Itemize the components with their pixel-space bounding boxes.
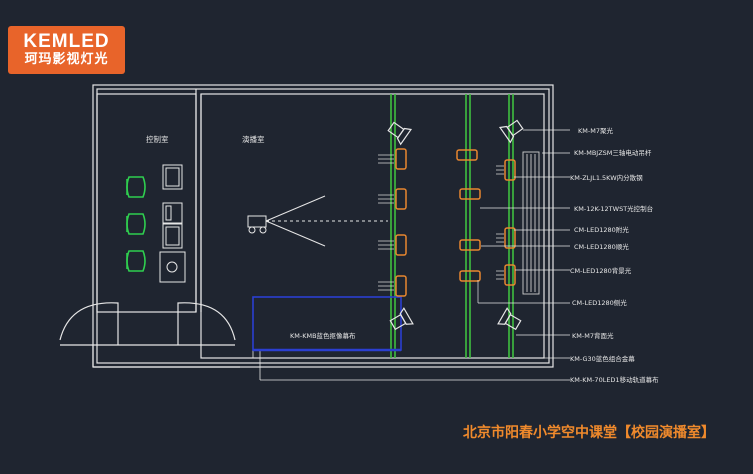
- chroma-screen: [252, 296, 402, 352]
- spotlight-icon: [498, 119, 524, 144]
- leader-lines: [477, 129, 570, 381]
- led-panel: [459, 239, 481, 251]
- inner-wall-outline: [96, 88, 550, 364]
- led-panel: [395, 275, 407, 297]
- logo-subtitle: 珂玛影视灯光: [24, 52, 109, 67]
- spotlight-icon: [387, 121, 413, 146]
- caption: 北京市阳春小学空中课堂【校园演播室】: [463, 425, 715, 441]
- callout-label: CM-LED1280附光: [574, 225, 629, 234]
- led-panel: [395, 234, 407, 256]
- callout-label: KM-M7背面光: [572, 331, 614, 340]
- spotlights: [387, 119, 524, 331]
- callout-label: KM-G30蓝色组合金幕: [570, 354, 635, 363]
- camera-icon: [247, 195, 388, 247]
- led-panel: [395, 188, 407, 210]
- screen-label: KM-KMB蓝色抠像幕布: [290, 331, 356, 340]
- walls: [59, 84, 554, 368]
- led-panel: [459, 188, 481, 200]
- chair-icon: [126, 213, 146, 235]
- monitor-icon: [162, 202, 183, 224]
- logo-brand: KEMLED: [23, 31, 110, 52]
- callout-label: CM-LED1280侧光: [572, 298, 627, 307]
- chair-icon: [126, 250, 146, 272]
- kemled-logo: KEMLED 珂玛影视灯光: [8, 26, 125, 74]
- callout-label: KM-MBJZSM三轴电动吊杆: [574, 148, 652, 157]
- callout-label: CM-LED1280顺光: [574, 242, 629, 251]
- spotlight-icon: [389, 307, 414, 331]
- door-swing: [59, 302, 119, 345]
- studio-label: 演播室: [242, 134, 265, 144]
- callout-labels: KM-M7聚光 KM-MBJZSM三轴电动吊杆 KM-ZLJL1.5KW内分散钢…: [146, 126, 659, 384]
- mixer-icon: [159, 251, 186, 283]
- led-panel: [504, 159, 516, 181]
- control-console: [159, 164, 186, 283]
- led-panels: [378, 148, 516, 297]
- callout-label: CM-LED1280背景光: [570, 266, 632, 275]
- monitor-icon: [162, 164, 183, 190]
- led-panel: [504, 264, 516, 286]
- curtain-track: [522, 151, 540, 295]
- callout-label: KM-ZLJL1.5KW内分散钢: [570, 173, 643, 182]
- led-panel: [504, 227, 516, 249]
- outer-wall: [92, 84, 554, 368]
- spotlight-icon: [497, 307, 522, 331]
- callout-label: KM-M7聚光: [578, 126, 613, 135]
- led-panel: [456, 149, 478, 161]
- callout-label: KM-12K-12TWST光控制台: [574, 204, 653, 213]
- chair-icon: [126, 176, 146, 198]
- control-room-label: 控制室: [146, 134, 169, 144]
- chairs: [126, 176, 146, 272]
- led-panel: [395, 148, 407, 170]
- led-panel: [459, 270, 481, 282]
- callout-label: KM-KM-70LED1移动轨道幕布: [570, 375, 659, 384]
- monitor-icon: [162, 223, 183, 249]
